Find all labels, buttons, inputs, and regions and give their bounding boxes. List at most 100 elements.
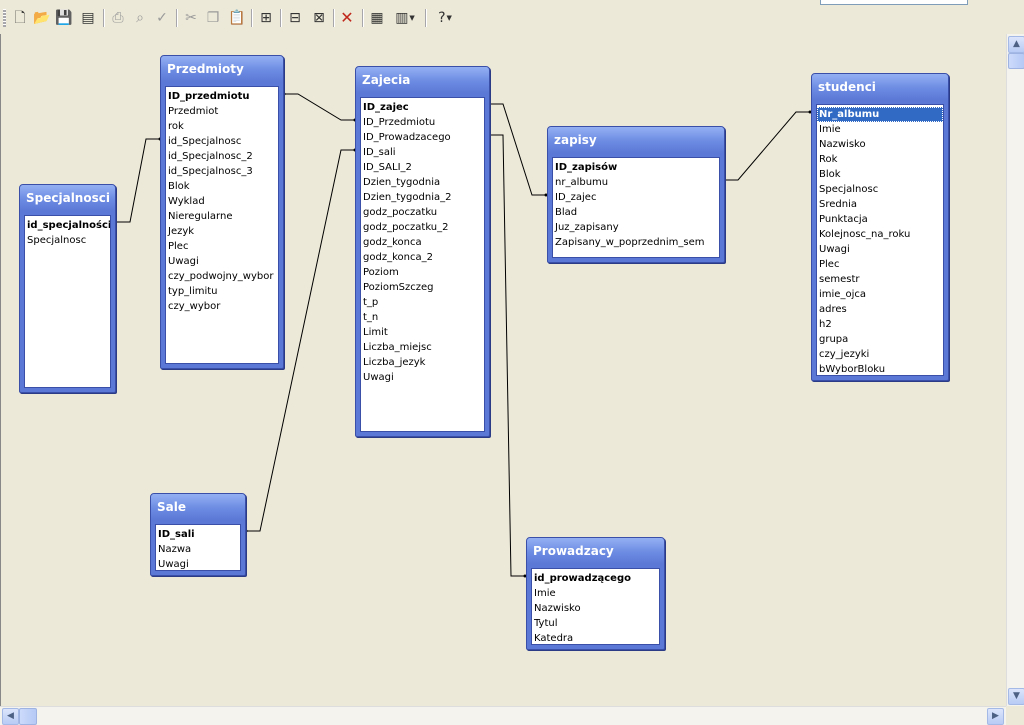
table-field[interactable]: czy_jezyki bbox=[819, 349, 870, 360]
grid-icon[interactable]: ⊠ bbox=[313, 10, 325, 26]
table-field[interactable]: Liczba_jezyk bbox=[363, 357, 426, 368]
table-field[interactable]: ID_SALI_2 bbox=[363, 162, 412, 173]
table-title[interactable]: Przedmioty bbox=[161, 56, 283, 82]
add-table-icon[interactable]: ⊞ bbox=[260, 10, 272, 26]
primary-key-field[interactable]: ID_zapisów bbox=[555, 162, 618, 173]
table-field[interactable]: Jezyk bbox=[168, 226, 195, 237]
table-field[interactable]: ID_Prowadzacego bbox=[363, 132, 451, 143]
table-field[interactable]: Wyklad bbox=[168, 196, 205, 207]
table-field[interactable]: ID_zajec bbox=[555, 192, 597, 203]
table-field[interactable]: Nazwisko bbox=[819, 139, 866, 150]
delete-icon[interactable]: ✕ bbox=[340, 8, 354, 27]
table-title[interactable]: Specjalnosci bbox=[20, 185, 115, 211]
table-title[interactable]: Zajecia bbox=[356, 67, 489, 93]
table-field[interactable]: Poziom bbox=[363, 267, 399, 278]
table-field[interactable]: Punktacja bbox=[819, 214, 868, 225]
table-field[interactable]: Uwagi bbox=[363, 372, 394, 383]
primary-key-field[interactable]: ID_zajec bbox=[363, 102, 409, 113]
table-field[interactable]: Uwagi bbox=[819, 244, 850, 255]
table-field[interactable]: Imie bbox=[534, 588, 556, 599]
table-title[interactable]: zapisy bbox=[548, 127, 724, 153]
table-title[interactable]: Sale bbox=[151, 494, 245, 520]
table-field[interactable]: Specjalnosc bbox=[819, 184, 879, 195]
scroll-up-icon[interactable]: ▲ bbox=[1008, 36, 1024, 53]
table-field[interactable]: ID_Przedmiotu bbox=[363, 117, 436, 128]
table-field[interactable]: Katedra bbox=[534, 633, 574, 644]
primary-key-field[interactable]: Nr_albumu bbox=[817, 107, 943, 122]
table-field[interactable]: id_Specjalnosc_2 bbox=[168, 151, 253, 162]
primary-key-field[interactable]: id_specjalności bbox=[27, 220, 111, 231]
table-field[interactable]: Blok bbox=[819, 169, 841, 180]
table-field[interactable]: czy_wybor bbox=[168, 301, 221, 312]
vertical-scrollbar[interactable]: ▲ ▼ bbox=[1006, 34, 1024, 706]
table-field[interactable]: h2 bbox=[819, 319, 832, 330]
table-field[interactable]: Dzien_tygodnia bbox=[363, 177, 441, 188]
layout-icon[interactable]: ▥▼ bbox=[390, 7, 420, 29]
table-field[interactable]: imie_ojca bbox=[819, 289, 866, 300]
table-field[interactable]: Nazwisko bbox=[534, 603, 581, 614]
table-field[interactable]: Nazwa bbox=[158, 544, 192, 555]
table-field[interactable]: Limit bbox=[363, 327, 388, 338]
table-field[interactable]: Plec bbox=[168, 241, 189, 252]
table-field[interactable]: Dzien_tygodnia_2 bbox=[363, 192, 452, 203]
scroll-down-icon[interactable]: ▼ bbox=[1008, 688, 1024, 705]
table-field[interactable]: Przedmiot bbox=[168, 106, 219, 117]
table-title[interactable]: studenci bbox=[812, 74, 948, 100]
scroll-thumb[interactable] bbox=[19, 708, 37, 725]
table-field[interactable]: ID_sali bbox=[363, 147, 396, 158]
help-icon[interactable]: ?▼ bbox=[430, 7, 460, 29]
table-field[interactable]: Srednia bbox=[819, 199, 857, 210]
table-title[interactable]: Prowadzacy bbox=[527, 538, 664, 564]
print-icon[interactable]: ⎙ bbox=[112, 10, 124, 26]
table-field[interactable]: godz_poczatku bbox=[363, 207, 438, 218]
table-field[interactable]: Imie bbox=[819, 124, 841, 135]
table-field[interactable]: Uwagi bbox=[168, 256, 199, 267]
table-field[interactable]: Rok bbox=[819, 154, 838, 165]
table-field[interactable]: bWyborBloku bbox=[819, 364, 886, 375]
table-field[interactable]: adres bbox=[819, 304, 847, 315]
toolbar-grip[interactable] bbox=[3, 9, 6, 27]
new-file-icon[interactable]: 🗋 bbox=[14, 10, 26, 26]
properties-icon[interactable]: ▦ bbox=[370, 10, 384, 26]
table-field[interactable]: Specjalnosc bbox=[27, 235, 87, 246]
primary-key-field[interactable]: ID_sali bbox=[158, 529, 195, 540]
magnify-icon[interactable]: ⌕ bbox=[136, 10, 144, 26]
table-field[interactable]: Juz_zapisany bbox=[555, 222, 619, 233]
table-field[interactable]: Plec bbox=[819, 259, 840, 270]
scroll-left-icon[interactable]: ◀ bbox=[2, 708, 19, 725]
toolbar-combo[interactable] bbox=[820, 0, 968, 5]
table-field[interactable]: rok bbox=[168, 121, 184, 132]
table-field[interactable]: czy_podwojny_wybor bbox=[168, 271, 274, 282]
save-icon[interactable]: 💾 bbox=[55, 10, 73, 26]
table-field[interactable]: godz_poczatku_2 bbox=[363, 222, 449, 233]
copy-icon[interactable]: ❐ bbox=[206, 10, 220, 26]
table-field[interactable]: Uwagi bbox=[158, 559, 189, 570]
table-field[interactable]: Zapisany_w_poprzednim_sem bbox=[555, 237, 705, 248]
small-icons-icon[interactable]: ⊟ bbox=[289, 10, 301, 26]
print-preview-icon[interactable]: ▤ bbox=[81, 10, 95, 26]
table-field[interactable]: semestr bbox=[819, 274, 860, 285]
primary-key-field[interactable]: ID_przedmiotu bbox=[168, 91, 250, 102]
table-field[interactable]: Nieregularne bbox=[168, 211, 233, 222]
table-field[interactable]: Liczba_miejsc bbox=[363, 342, 432, 353]
open-folder-icon[interactable]: 📂 bbox=[33, 10, 51, 26]
cut-icon[interactable]: ✂ bbox=[185, 10, 197, 26]
paste-icon[interactable]: 📋 bbox=[228, 10, 246, 26]
horizontal-scrollbar[interactable]: ◀ ▶ bbox=[0, 706, 1006, 725]
table-field[interactable]: Kolejnosc_na_roku bbox=[819, 229, 911, 240]
scroll-thumb[interactable] bbox=[1008, 53, 1024, 69]
table-field[interactable]: PoziomSzczeg bbox=[363, 282, 434, 293]
